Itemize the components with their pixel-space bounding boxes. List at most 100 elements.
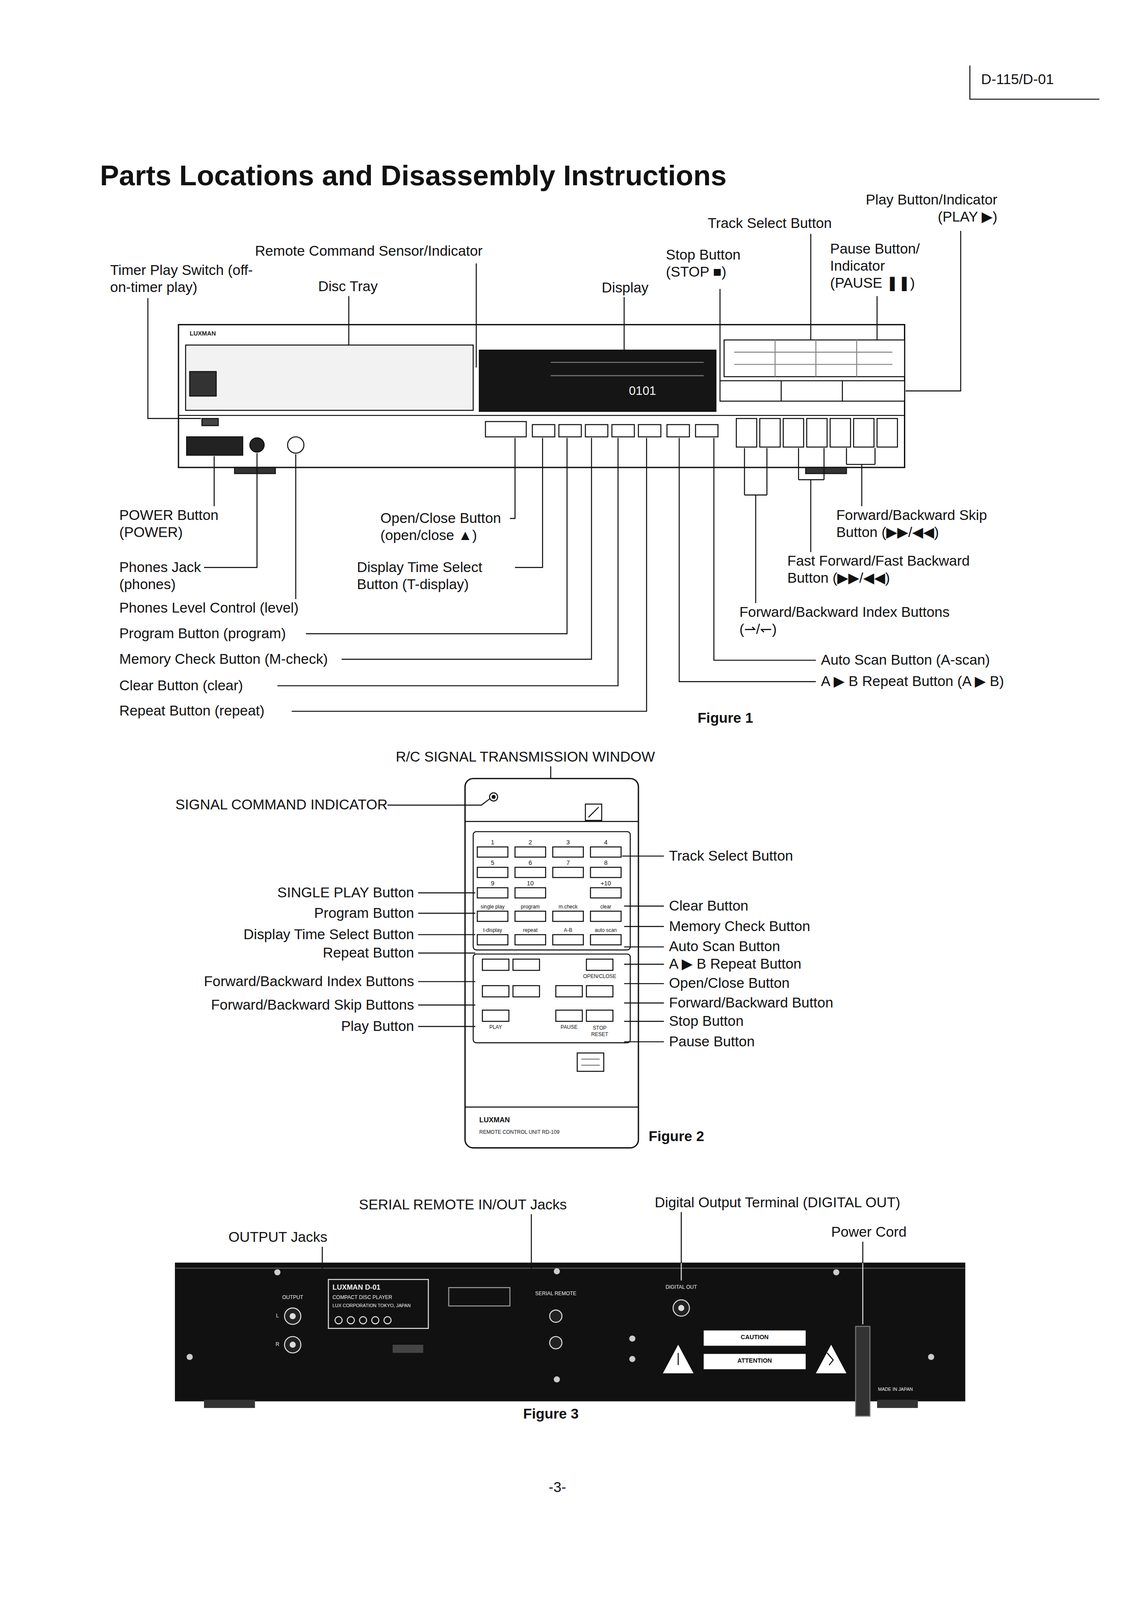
leader-line bbox=[510, 437, 516, 519]
page-title: Parts Locations and Disassembly Instruct… bbox=[99, 158, 727, 193]
remote-control bbox=[465, 820, 639, 822]
leader-line bbox=[303, 1246, 323, 1308]
key-label: program bbox=[520, 903, 540, 910]
callout-label: OUTPUT Jacks bbox=[228, 1228, 328, 1246]
front-panel bbox=[783, 418, 804, 447]
leader-line bbox=[387, 798, 490, 805]
front-panel bbox=[185, 344, 474, 411]
rear-panel bbox=[678, 1304, 685, 1311]
callout-label: Fast Forward/Fast Backward Button (▶▶/◀◀… bbox=[787, 552, 1007, 587]
front-panel bbox=[736, 418, 757, 447]
leader-line bbox=[623, 982, 664, 984]
remote-control bbox=[513, 985, 540, 997]
leader-line bbox=[550, 766, 551, 779]
key-label: 2 bbox=[528, 838, 533, 846]
remote-control bbox=[489, 792, 498, 801]
leader-line bbox=[147, 297, 201, 419]
remote-control bbox=[555, 1009, 583, 1021]
remote-control bbox=[477, 846, 508, 857]
leader-line bbox=[846, 448, 875, 507]
model-label: REMOTE CONTROL UNIT RD-109 bbox=[479, 1128, 560, 1135]
callout-label: POWER Button (POWER) bbox=[119, 506, 242, 541]
key-label: t-display bbox=[483, 926, 502, 933]
rear-panel bbox=[629, 1355, 636, 1362]
front-panel bbox=[178, 324, 905, 474]
remote-control bbox=[465, 778, 639, 1148]
rear-panel bbox=[186, 1353, 193, 1360]
remote-control bbox=[590, 887, 622, 898]
key-label: 9 bbox=[490, 879, 495, 887]
leader-line bbox=[623, 1020, 664, 1022]
leader-line bbox=[277, 437, 618, 686]
key-label: 5 bbox=[490, 859, 495, 867]
rear-panel bbox=[284, 1336, 301, 1353]
brand-logo: LUXMAN D-01 bbox=[332, 1282, 381, 1292]
leader-line bbox=[387, 766, 665, 1042]
leader-line bbox=[418, 1004, 476, 1006]
rear-panel bbox=[392, 1344, 424, 1353]
remote-control bbox=[590, 934, 622, 945]
rear-panel bbox=[703, 1330, 806, 1346]
front-panel bbox=[287, 436, 304, 453]
key-label: auto scan bbox=[594, 926, 617, 933]
leader-line bbox=[531, 1213, 549, 1330]
remote-control bbox=[482, 985, 509, 997]
rear-panel bbox=[359, 1316, 367, 1324]
remote-control bbox=[586, 985, 613, 997]
callout-label: Digital Output Terminal (DIGITAL OUT) bbox=[654, 1193, 901, 1211]
rear-panel bbox=[289, 1341, 296, 1348]
front-panel bbox=[759, 418, 781, 447]
remote-control bbox=[590, 846, 622, 857]
key-label: 8 bbox=[603, 859, 608, 867]
callout-label: SIGNAL COMMAND INDICATOR bbox=[175, 795, 388, 814]
front-panel bbox=[558, 424, 582, 438]
leader-line bbox=[680, 1262, 682, 1281]
key-label: m.check bbox=[558, 903, 578, 910]
callout-label: Repeat Button (repeat) bbox=[119, 702, 265, 720]
callout-label: Display Time Select Button (T-display) bbox=[356, 558, 510, 593]
remote-control bbox=[473, 953, 631, 1043]
rear-panel bbox=[284, 1307, 301, 1324]
front-panel bbox=[877, 418, 898, 447]
leader-line bbox=[348, 296, 350, 346]
remote-control bbox=[588, 807, 599, 818]
brand-logo: LUXMAN bbox=[189, 329, 216, 338]
leader-line bbox=[418, 891, 476, 893]
remote-control bbox=[465, 778, 639, 1148]
panel-marking: R bbox=[275, 1340, 280, 1347]
front-panel bbox=[695, 424, 719, 438]
front-panel bbox=[532, 424, 555, 438]
callout-label: Auto Scan Button bbox=[669, 937, 781, 955]
callout-label: Remote Command Sensor/Indicator bbox=[254, 242, 483, 260]
callout-label: Pause Button bbox=[669, 1032, 755, 1050]
key-label: 4 bbox=[603, 838, 608, 846]
callout-label: Display Time Select Button bbox=[243, 925, 415, 943]
page-header: D-115/D-01 bbox=[981, 70, 1054, 88]
front-panel bbox=[853, 418, 875, 447]
leader-line bbox=[303, 1211, 863, 1330]
callout-label: Phones Jack (phones) bbox=[119, 558, 212, 593]
front-panel bbox=[234, 467, 276, 474]
panel-marking: MADE IN JAPAN bbox=[877, 1386, 913, 1392]
remote-control bbox=[477, 910, 508, 922]
leader-line bbox=[622, 855, 665, 857]
leader-line bbox=[213, 456, 215, 507]
callout-label: Program Button (program) bbox=[119, 624, 286, 642]
remote-control bbox=[585, 804, 602, 821]
rear-panel bbox=[328, 1279, 429, 1329]
callout-label: Forward/Backward Skip Button (▶▶/◀◀) bbox=[836, 506, 1000, 541]
callout-label: Disc Tray bbox=[318, 277, 378, 295]
key-label: 7 bbox=[566, 859, 570, 867]
remote-control bbox=[477, 887, 508, 898]
front-panel bbox=[719, 380, 905, 402]
rear-panel bbox=[175, 1262, 965, 1401]
front-panel bbox=[178, 414, 905, 416]
front-panel bbox=[781, 380, 843, 402]
warning-label: ATTENTION bbox=[737, 1356, 773, 1365]
callout-label: SERIAL REMOTE IN/OUT Jacks bbox=[358, 1195, 567, 1213]
leader-line bbox=[810, 233, 811, 341]
remote-control bbox=[515, 934, 546, 945]
callout-label: Timer Play Switch (off-on-timer play) bbox=[110, 261, 274, 296]
rear-panel bbox=[274, 1268, 281, 1275]
